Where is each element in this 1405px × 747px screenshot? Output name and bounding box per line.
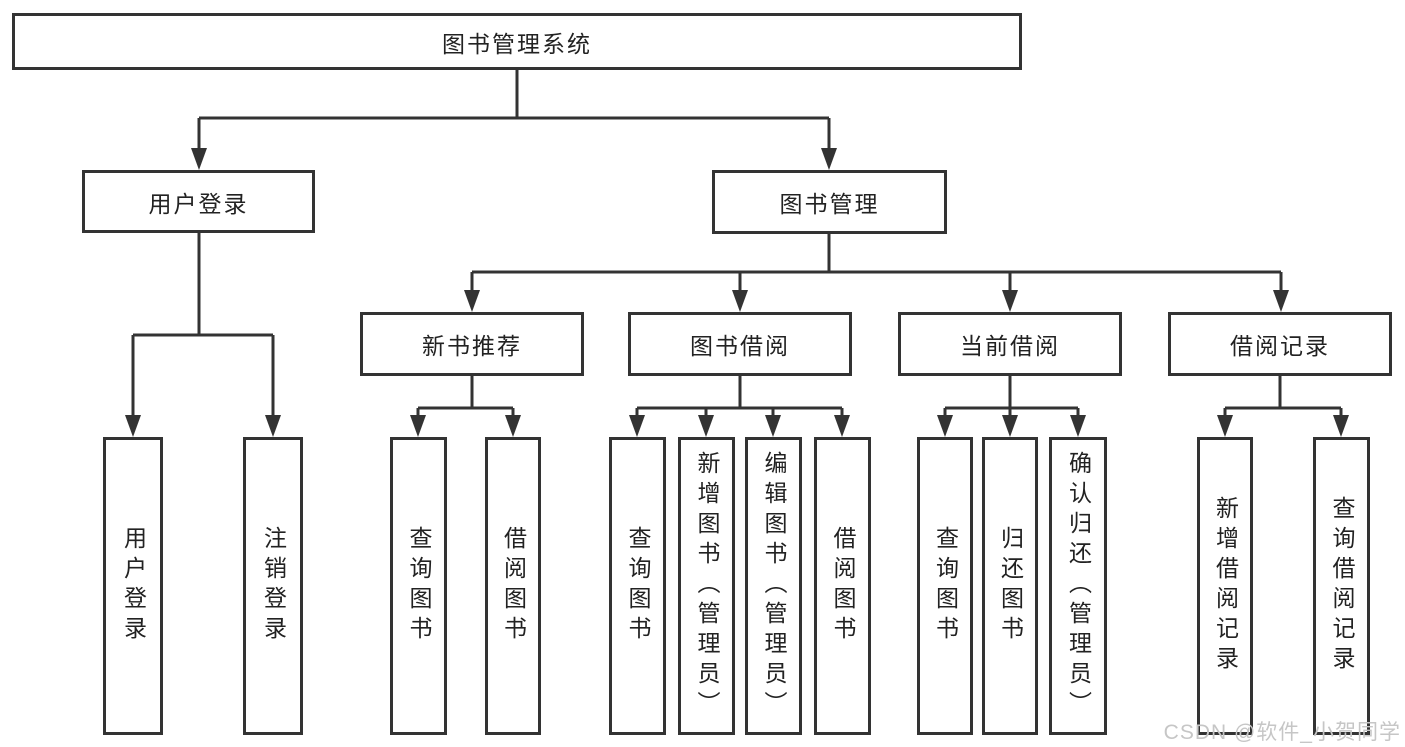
node-new-book-recommend-label: 新书推荐: [422, 333, 522, 359]
leaf-query-books-recommend: 查询图书: [390, 437, 447, 735]
leaf-borrow-books-label: 借阅图书: [830, 526, 856, 646]
leaf-query-books-current-label: 查询图书: [932, 526, 959, 646]
csdn-watermark: CSDN @软件_小贺同学: [1163, 721, 1401, 744]
leaf-return-book: 归还图书: [982, 437, 1038, 735]
leaf-confirm-return-admin-label: 确认归还（管理员）: [1065, 451, 1092, 721]
leaf-edit-book-admin: 编辑图书（管理员）: [745, 437, 802, 735]
node-borrowing-records-label: 借阅记录: [1230, 333, 1330, 359]
leaf-query-borrow-record-label: 查询借阅记录: [1329, 496, 1355, 676]
leaf-query-books-current: 查询图书: [917, 437, 973, 735]
leaf-return-book-label: 归还图书: [997, 526, 1024, 646]
leaf-user-login-label: 用户登录: [120, 526, 147, 646]
leaf-confirm-return-admin: 确认归还（管理员）: [1049, 437, 1107, 735]
leaf-add-borrow-record: 新增借阅记录: [1197, 437, 1253, 735]
leaf-logout: 注销登录: [243, 437, 303, 735]
leaf-borrow-books: 借阅图书: [814, 437, 871, 735]
arrowheads: [125, 148, 1349, 437]
leaf-query-books-borrow: 查询图书: [609, 437, 666, 735]
node-book-borrowing: 图书借阅: [628, 312, 852, 376]
leaf-logout-label: 注销登录: [260, 526, 287, 646]
node-borrowing-records: 借阅记录: [1168, 312, 1392, 376]
leaf-add-borrow-record-label: 新增借阅记录: [1212, 496, 1239, 676]
connector-paths: [131, 69, 1343, 419]
node-book-borrowing-label: 图书借阅: [690, 333, 790, 359]
node-root: 图书管理系统: [12, 13, 1022, 70]
leaf-query-books-recommend-label: 查询图书: [406, 526, 432, 646]
node-current-borrowing: 当前借阅: [898, 312, 1122, 376]
leaf-query-books-borrow-label: 查询图书: [625, 526, 651, 646]
leaf-user-login: 用户登录: [103, 437, 163, 735]
node-user-login-label: 用户登录: [148, 190, 249, 217]
leaf-query-borrow-record: 查询借阅记录: [1313, 437, 1370, 735]
node-root-label: 图书管理系统: [442, 30, 592, 57]
leaf-edit-book-admin-label: 编辑图书（管理员）: [761, 451, 787, 721]
node-user-login: 用户登录: [82, 170, 315, 233]
leaf-borrow-books-recommend-label: 借阅图书: [500, 526, 527, 646]
node-current-borrowing-label: 当前借阅: [960, 333, 1060, 359]
leaf-add-book-admin: 新增图书（管理员）: [678, 437, 735, 735]
node-new-book-recommend: 新书推荐: [360, 312, 584, 376]
node-book-management-label: 图书管理: [779, 191, 880, 217]
node-book-management: 图书管理: [712, 170, 947, 234]
leaf-borrow-books-recommend: 借阅图书: [485, 437, 541, 735]
leaf-add-book-admin-label: 新增图书（管理员）: [694, 451, 720, 721]
